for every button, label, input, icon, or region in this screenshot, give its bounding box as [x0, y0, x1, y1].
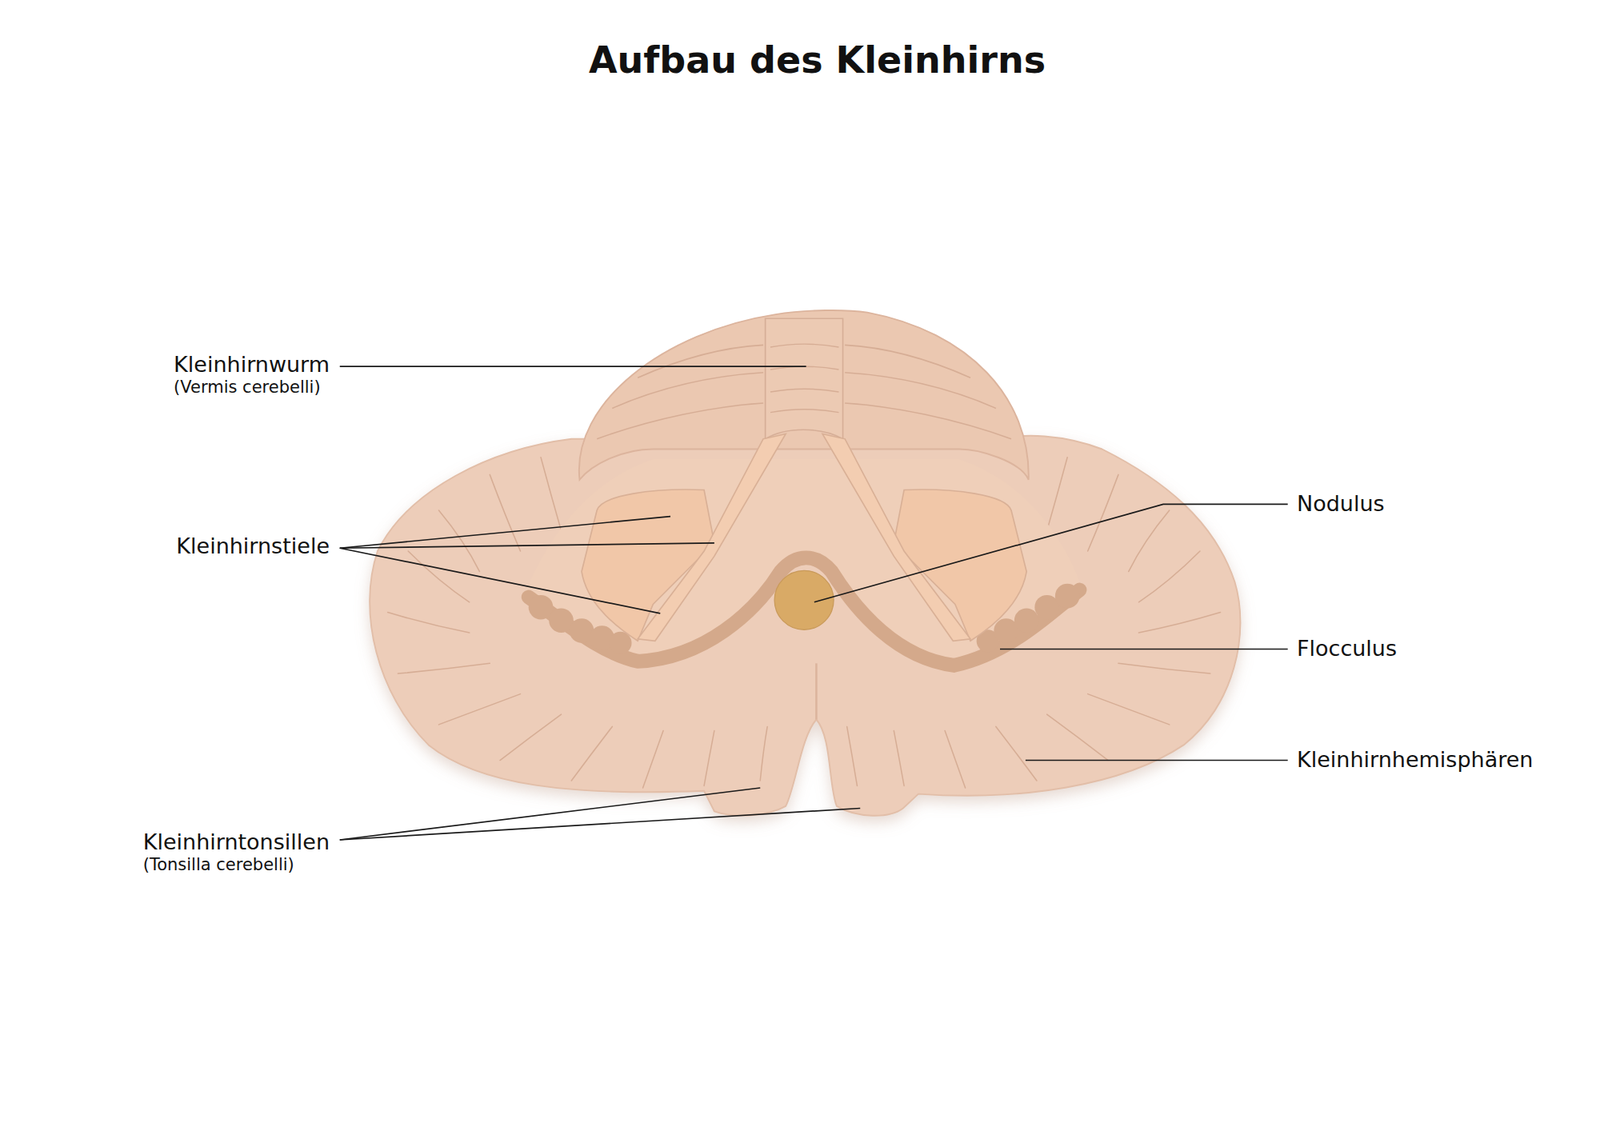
- label-group: Nodulus: [1296, 491, 1385, 517]
- part-label: Kleinhirntonsillen: [143, 829, 330, 856]
- leader-lines: [340, 366, 1288, 840]
- part-label: Flocculus: [1296, 636, 1397, 662]
- part-label: Kleinhirnwurm: [173, 352, 330, 378]
- label-group: Kleinhirnhemisphären: [1296, 747, 1533, 773]
- latin-name: (Tonsilla cerebelli): [143, 855, 330, 876]
- part-label: Kleinhirnhemisphären: [1296, 747, 1533, 773]
- label-group: Kleinhirnstiele: [176, 533, 330, 560]
- diagram-title: Aufbau des Kleinhirns: [588, 38, 1046, 83]
- label-group: Flocculus: [1296, 636, 1397, 662]
- part-label: Kleinhirnstiele: [176, 533, 330, 560]
- label-group: Kleinhirntonsillen(Tonsilla cerebelli): [143, 829, 330, 876]
- part-label: Nodulus: [1296, 491, 1385, 517]
- label-group: Kleinhirnwurm(Vermis cerebelli): [173, 352, 330, 399]
- latin-name: (Vermis cerebelli): [173, 377, 330, 398]
